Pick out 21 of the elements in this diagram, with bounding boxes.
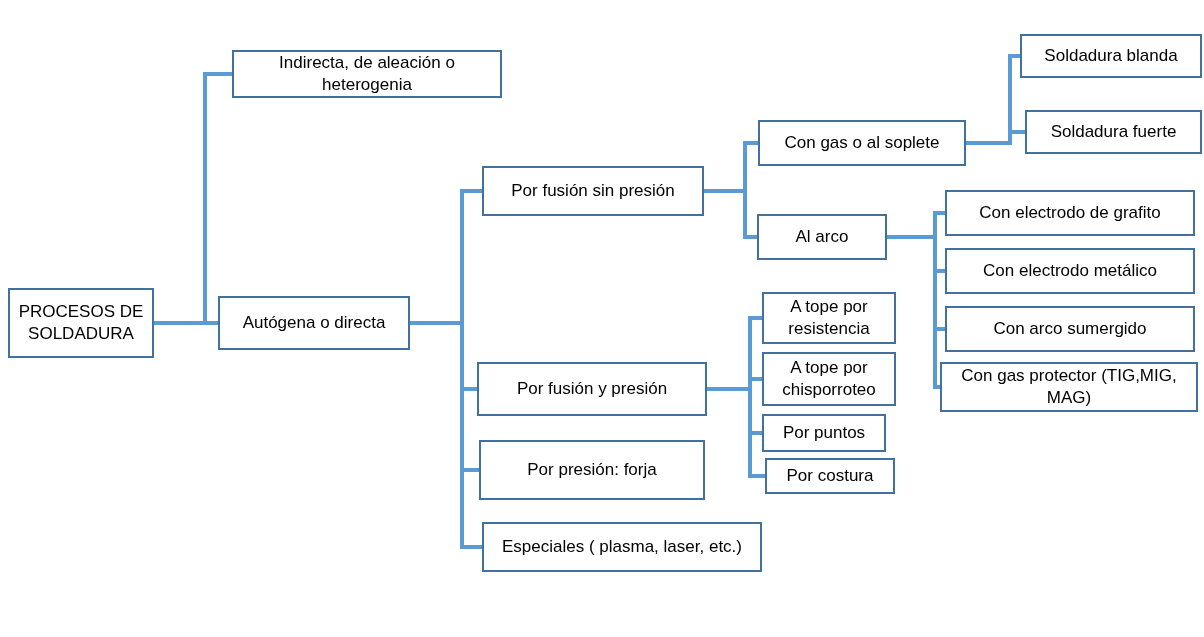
process-box: Indirecta, de aleación o heterogenia (232, 50, 502, 98)
process-box: Con gas o al soplete (758, 120, 966, 166)
process-box: Por fusión y presión (477, 362, 707, 416)
process-box: Por costura (765, 458, 895, 494)
process-box: Soldadura fuerte (1025, 110, 1202, 154)
process-box: Especiales ( plasma, laser, etc.) (482, 522, 762, 572)
bracket-connector (704, 189, 757, 239)
process-box: Con electrodo de grafito (945, 190, 1195, 236)
process-box: Autógena o directa (218, 296, 410, 350)
process-box: Por puntos (762, 414, 886, 452)
process-box: Con gas protector (TIG,MIG, MAG) (940, 362, 1198, 412)
process-box: Soldadura blanda (1020, 34, 1202, 78)
process-box: A tope por chisporroteo (762, 352, 896, 406)
process-box: Con arco sumergido (945, 306, 1195, 352)
process-box: Por presión: forja (479, 440, 705, 500)
process-box: Al arco (757, 214, 887, 260)
process-box: A tope por resistencia (762, 292, 896, 344)
process-box: Por fusión sin presión (482, 166, 704, 216)
bracket-connector (966, 130, 1025, 145)
process-box: Con electrodo metálico (945, 248, 1195, 294)
process-box: PROCESOS DE SOLDADURA (8, 288, 154, 358)
